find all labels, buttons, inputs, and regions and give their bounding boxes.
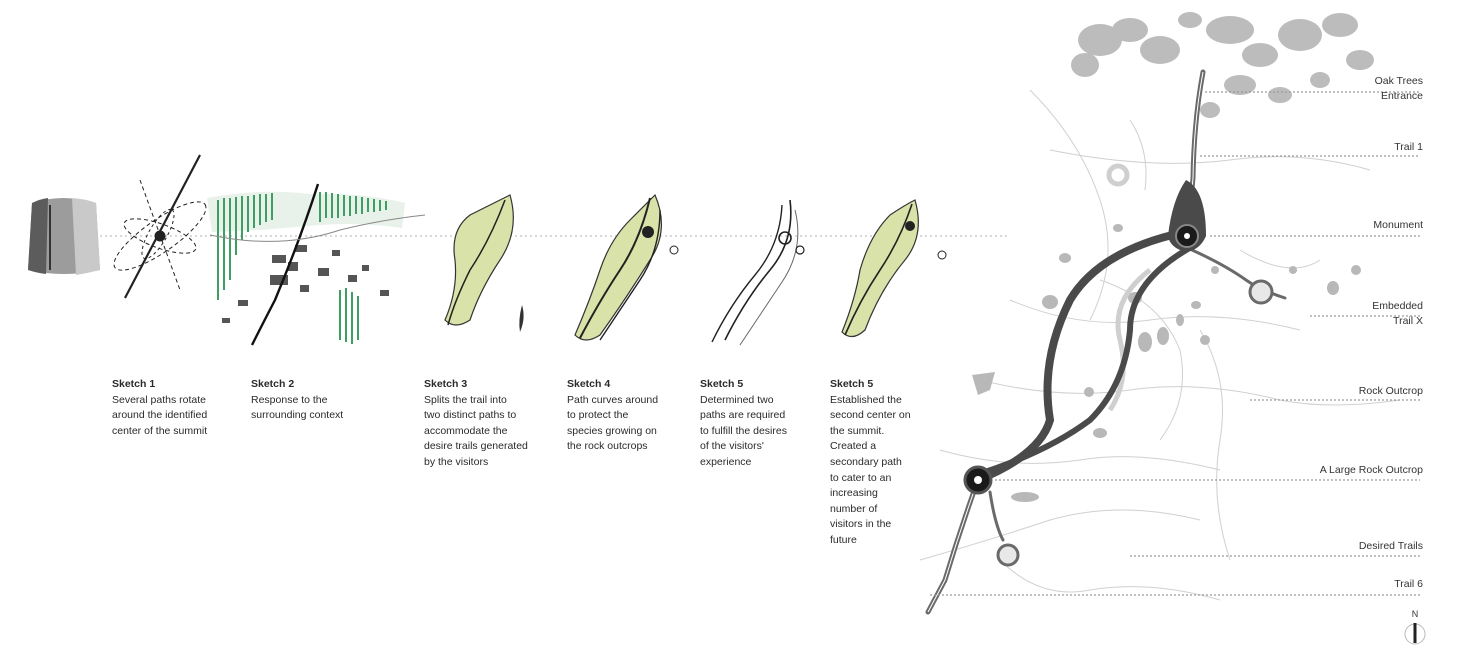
north-arrow: N	[1402, 609, 1428, 649]
sketch-3-caption: Sketch 3 Splits the trail into two disti…	[424, 377, 554, 471]
sketch-2-body: Response to the surrounding context	[251, 393, 376, 424]
sketch-1-caption: Sketch 1 Several paths rotate around the…	[112, 377, 237, 439]
label-monument: Monument	[1373, 218, 1423, 233]
sketch-5b-drawing	[842, 200, 946, 337]
sketch-4-body: Path curves around to protect the specie…	[567, 393, 687, 455]
monument-object	[28, 198, 100, 275]
label-leader-lines	[930, 92, 1420, 595]
label-oak-trees-entrance: Oak Trees Entrance	[1375, 74, 1423, 104]
sketch-5a-caption: Sketch 5 Determined two paths are requir…	[700, 377, 820, 471]
sketch-4-caption: Sketch 4 Path curves around to protect t…	[567, 377, 687, 455]
sketch-2-drawing	[207, 184, 425, 345]
sketch-1-drawing	[106, 155, 214, 298]
embedded-trail-loop	[998, 281, 1272, 565]
sketch-4-drawing	[575, 195, 678, 340]
sketch-5a-body: Determined two paths are required to ful…	[700, 393, 820, 471]
sketch-2-title: Sketch 2	[251, 377, 376, 393]
sketch-3-drawing	[445, 195, 524, 332]
main-trail-paths	[928, 72, 1285, 612]
north-arrow-icon	[1402, 609, 1428, 649]
sketch-1-body: Several paths rotate around the identifi…	[112, 393, 237, 440]
sketch-3-body: Splits the trail into two distinct paths…	[424, 393, 554, 471]
label-rock-outcrop: Rock Outcrop	[1359, 384, 1423, 399]
sketch-5b-body: Established the second center on the sum…	[830, 393, 940, 549]
sketch-5a-drawing	[712, 200, 804, 345]
second-center-node	[965, 467, 991, 493]
label-trail-6: Trail 6	[1394, 577, 1423, 592]
sketch-3-title: Sketch 3	[424, 377, 554, 393]
sketch-5b-title: Sketch 5	[830, 377, 940, 393]
label-trail-1: Trail 1	[1394, 140, 1423, 155]
label-desired-trails: Desired Trails	[1359, 539, 1423, 554]
sketch-1-title: Sketch 1	[112, 377, 237, 393]
sketch-2-caption: Sketch 2 Response to the surrounding con…	[251, 377, 376, 424]
label-large-rock-outcrop: A Large Rock Outcrop	[1320, 463, 1423, 478]
map-context-lines	[920, 90, 1400, 600]
label-embedded-trail-x: Embedded Trail X	[1372, 299, 1423, 329]
sketch-5b-caption: Sketch 5 Established the second center o…	[830, 377, 940, 549]
sketch-4-title: Sketch 4	[567, 377, 687, 393]
monument-node	[1168, 180, 1206, 252]
sketch-5a-title: Sketch 5	[700, 377, 820, 393]
oak-trees-cluster	[1071, 12, 1374, 118]
